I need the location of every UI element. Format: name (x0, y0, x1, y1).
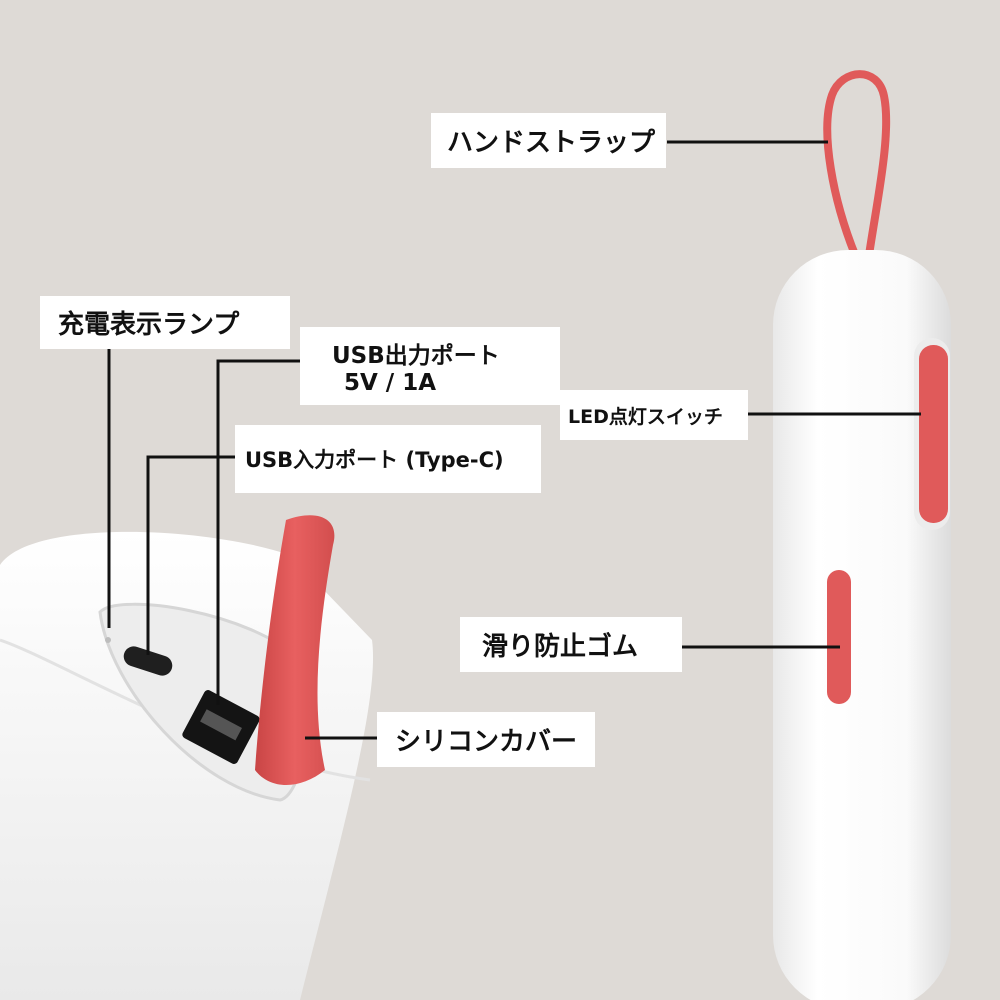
label-hand-strap: ハンドストラップ (431, 113, 666, 168)
anti-slip-rubber (827, 570, 851, 704)
charge-indicator-lamp (105, 637, 111, 643)
label-usb-input: USB入力ポート (Type-C) (235, 425, 541, 493)
usb-c-port (123, 646, 173, 676)
label-led-switch: LED点灯スイッチ (560, 390, 748, 440)
usb-a-port-inner (200, 709, 243, 741)
label-anti-slip-text: 滑り防止ゴム (482, 632, 639, 662)
label-charge-lamp-text: 充電表示ランプ (58, 310, 240, 340)
label-usb-output: USB出力ポート 5V / 1A (300, 327, 560, 405)
label-usb-input-text: USB入力ポート (Type-C) (245, 448, 504, 472)
leader-lines (107, 140, 921, 740)
label-usb-output-line1: USB出力ポート (332, 343, 500, 369)
label-silicone-cover-text: シリコンカバー (395, 727, 578, 757)
silicone-cover-flap (255, 515, 335, 785)
label-charge-lamp: 充電表示ランプ (40, 296, 290, 349)
label-silicone-cover: シリコンカバー (377, 712, 595, 767)
stick-body (773, 250, 951, 1000)
leader-usb-out (216, 359, 300, 705)
leader-usb-in (146, 455, 235, 655)
label-hand-strap-text: ハンドストラップ (447, 128, 656, 158)
label-led-switch-text: LED点灯スイッチ (568, 405, 723, 428)
label-anti-slip: 滑り防止ゴム (460, 617, 682, 672)
led-switch-button (919, 345, 948, 523)
label-usb-output-line2: 5V / 1A (344, 370, 437, 396)
hand-strap-loop (823, 70, 891, 266)
